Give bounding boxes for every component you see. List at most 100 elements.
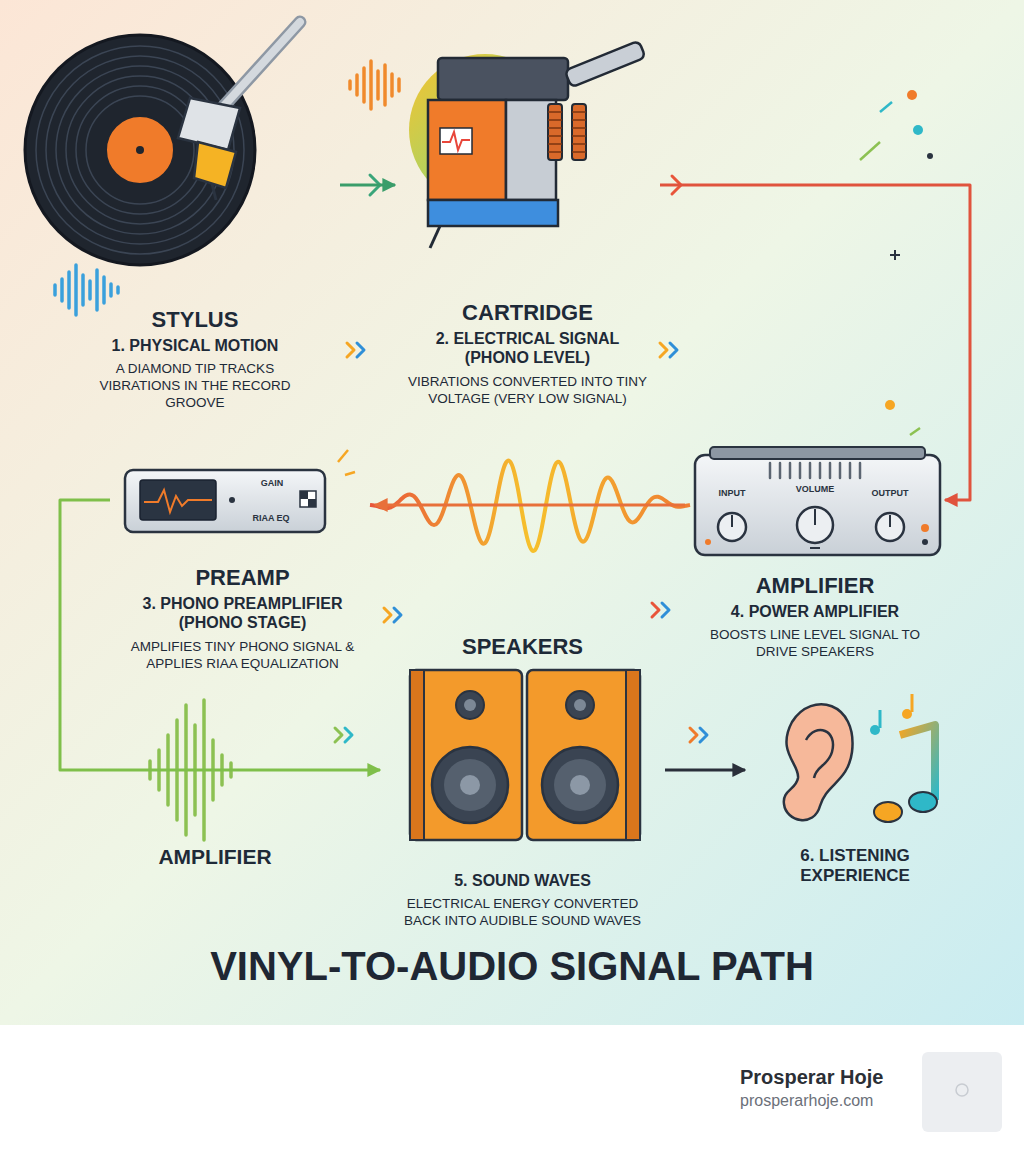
- cartridge-illustration: [548, 143, 562, 145]
- chevron-arrows: [690, 728, 697, 742]
- control-label: RIAA EQ: [244, 513, 298, 523]
- speaker-pair: [542, 747, 618, 823]
- signal-connector: [375, 504, 685, 507]
- tonearm: [222, 22, 300, 108]
- sound-wave-icon: [369, 61, 373, 109]
- step-description: ELECTRICAL ENERGY CONVERTED BACK INTO AU…: [388, 896, 658, 930]
- chevron-arrows: [347, 343, 354, 357]
- cartridge-illustration: [548, 104, 562, 160]
- sound-wave-icon: [74, 265, 78, 315]
- sound-wave-icon: [102, 277, 106, 303]
- speaker-pair: [566, 691, 594, 719]
- amplifier-device: [809, 463, 812, 478]
- amplifier-device: [695, 447, 940, 555]
- amplifier-device: [849, 463, 852, 478]
- stage-node: PREAMP3. PHONO PREAMPLIFIER (PHONO STAGE…: [110, 455, 375, 681]
- cartridge-illustration: [572, 135, 586, 137]
- cartridge-illustration: [572, 119, 586, 121]
- amplifier-device: [695, 455, 940, 555]
- confetti: [338, 90, 933, 475]
- stage-heading: SPEAKERS: [388, 634, 658, 659]
- sound-wave-icon: [67, 272, 71, 308]
- sound-wave-icon: [350, 61, 399, 109]
- cartridge-illustration: [438, 58, 568, 100]
- amplifier-device: [710, 447, 925, 459]
- speaker-pair: [410, 670, 640, 840]
- vinyl-record: [136, 146, 144, 154]
- preamp-device: [125, 470, 325, 532]
- cartridge-illustration: [440, 128, 472, 154]
- amplifier-device: [789, 463, 792, 478]
- confetti: [927, 153, 933, 159]
- music-note: [909, 792, 937, 812]
- chevron-arrows: [670, 343, 677, 357]
- sound-wave-icon: [362, 68, 366, 102]
- sound-wave-icon: [95, 270, 99, 310]
- preamp-device: [125, 470, 325, 532]
- signal-wave: [370, 461, 690, 551]
- stage-heading: AMPLIFIER: [693, 573, 938, 598]
- signal-connector: [660, 185, 970, 500]
- speaker-pair: [574, 699, 586, 711]
- stage-node: AMPLIFIER4. POWER AMPLIFIERBOOSTS LINE L…: [685, 445, 945, 670]
- tonearm: [194, 142, 236, 188]
- amplifier-device: [839, 463, 842, 478]
- speaker-pair: [460, 775, 480, 795]
- amplifier-device: [810, 547, 820, 549]
- confetti: [338, 450, 348, 462]
- confetti: [913, 125, 923, 135]
- speaker-pair: [410, 670, 424, 840]
- sound-wave-icon: [390, 74, 394, 96]
- preamp-device: [308, 499, 316, 507]
- ear-icon: [806, 730, 833, 778]
- sound-wave-icon: [355, 75, 359, 95]
- music-note: [911, 694, 914, 712]
- speaker-pair: [432, 747, 508, 823]
- control-label: GAIN: [248, 478, 296, 488]
- amplifier-device: [769, 463, 772, 478]
- step-title: 2. ELECTRICAL SIGNAL (PHONO LEVEL): [407, 329, 649, 367]
- confetti: [894, 250, 896, 260]
- sound-wave-icon: [109, 284, 113, 296]
- cartridge-illustration: [548, 119, 562, 121]
- confetti: [910, 428, 920, 435]
- vinyl-record: [86, 96, 194, 204]
- signal-wave: [370, 461, 690, 551]
- step-title: 3. PHONO PREAMPLIFIER (PHONO STAGE): [117, 594, 369, 632]
- chevron-arrows: [652, 603, 659, 617]
- stage-heading: CARTRIDGE: [407, 300, 649, 325]
- cartridge-illustration: [428, 100, 506, 200]
- watermark: prosperarhoje.com: [740, 1092, 910, 1110]
- confetti: [880, 102, 892, 112]
- chevron-arrows: [335, 728, 342, 742]
- sound-wave-icon: [55, 265, 118, 315]
- amplifier-device: [819, 463, 822, 478]
- watermark: Prosperar Hoje: [740, 1066, 910, 1089]
- speaker-pair: [554, 759, 606, 811]
- sound-wave-icon: [348, 81, 352, 89]
- diagram-title: VINYL-TO-AUDIO SIGNAL PATH: [0, 944, 1024, 989]
- chevron-arrows: [662, 603, 669, 617]
- vinyl-record: [76, 86, 204, 214]
- cartridge-illustration: [428, 200, 558, 226]
- chevron-arrows: [384, 608, 391, 622]
- cartridge-illustration: [572, 151, 586, 153]
- cartridge-illustration: [430, 226, 440, 248]
- sound-wave-icon: [88, 281, 92, 299]
- amplifier-device: [829, 463, 832, 478]
- preamp-device: [140, 480, 216, 520]
- speaker-pair: [464, 699, 476, 711]
- signal-connector: [60, 500, 380, 770]
- ear-icon: [784, 704, 853, 820]
- amplifier-device: [797, 507, 833, 543]
- chevron-arrows: [335, 175, 707, 742]
- vinyl-record: [25, 35, 255, 265]
- sound-wave-icon: [376, 71, 380, 99]
- amplifier-device: [921, 524, 929, 532]
- footer-logo: [922, 1052, 1002, 1132]
- preamp-device: [300, 491, 308, 499]
- sound-wave-icon: [81, 275, 85, 305]
- music-note: [870, 725, 880, 735]
- step-title: 5. SOUND WAVES: [388, 871, 658, 890]
- vinyl-record: [25, 35, 255, 265]
